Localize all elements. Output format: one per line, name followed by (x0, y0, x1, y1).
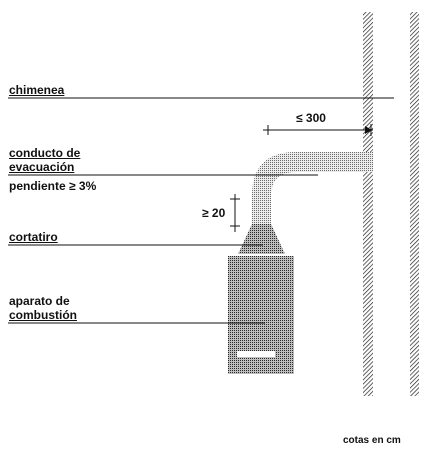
label-chimenea: chimenea (9, 83, 65, 97)
label-aparato-line1: aparato de (9, 294, 70, 308)
dimension-vertical-label: ≥ 20 (202, 206, 226, 220)
label-cortatiro: cortatiro (9, 230, 58, 244)
label-aparato-line2: combustión (9, 308, 77, 322)
exhaust-duct (252, 152, 373, 226)
dimension-horizontal-label: ≤ 300 (296, 111, 326, 125)
chimney-wall-right (410, 12, 419, 396)
label-conducto-line2: evacuación (9, 160, 75, 174)
label-conducto-line1: conducto de (9, 146, 81, 160)
appliance-window (237, 351, 275, 357)
units-note: cotas en cm (343, 435, 401, 446)
draft-hood (238, 224, 285, 254)
label-pendiente: pendiente ≥ 3% (9, 179, 97, 193)
chimney-wall-left (363, 12, 373, 396)
dim-horizontal-arrow (365, 126, 372, 134)
